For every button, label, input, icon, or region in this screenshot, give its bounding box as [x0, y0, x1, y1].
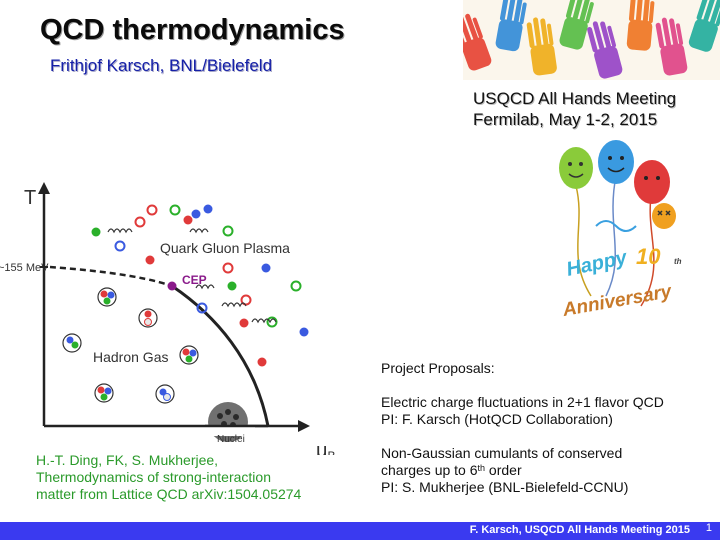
- nuclei-label: Nuclei: [217, 434, 245, 445]
- slide-subtitle: Frithjof Karsch, BNL/Bielefeld: [50, 56, 273, 75]
- footer-bar: [0, 522, 720, 540]
- proposal-2-pi: PI: S. Mukherjee (BNL-Bielefeld-CCNU): [381, 479, 629, 495]
- proposal-1-title: Electric charge fluctuations in 2+1 flav…: [381, 394, 664, 410]
- first-order-transition-line: [171, 284, 270, 427]
- page-number: 1: [705, 522, 712, 534]
- gluon-springs: [107, 228, 277, 324]
- citation-line-2: Thermodynamics of strong-interaction: [36, 469, 271, 485]
- meeting-line-2: Fermilab, May 1-2, 2015: [473, 110, 658, 129]
- proposal-2: Non-Gaussian cumulants of conserved char…: [381, 445, 664, 496]
- citation-line-3: matter from Lattice QCD arXiv:1504.05274: [36, 486, 302, 502]
- proposal-2-text-a: charges up to 6: [381, 462, 478, 478]
- proposal-2-title: Non-Gaussian cumulants of conserved: [381, 445, 623, 461]
- hadron-gas-label: Hadron Gas: [93, 349, 168, 365]
- proposals-heading: Project Proposals:: [381, 360, 495, 376]
- proposal-2-superscript: th: [477, 463, 486, 473]
- citation-line-1: H.-T. Ding, FK, S. Mukherjee,: [36, 452, 219, 468]
- proposal-2-title-cont: charges up to 6th order: [381, 462, 522, 478]
- quark-particles: [91, 204, 309, 367]
- cep-label: CEP: [182, 273, 207, 287]
- mu-axis-arrow-icon: [298, 420, 310, 432]
- slide-title: QCD thermodynamics: [40, 14, 345, 46]
- citation: H.-T. Ding, FK, S. Mukherjee, Thermodyna…: [36, 452, 301, 503]
- anniversary-suffix-text: th: [674, 257, 682, 266]
- meeting-info: USQCD All Hands Meeting Fermilab, May 1-…: [473, 88, 676, 130]
- t-axis-arrow-icon: [38, 182, 50, 194]
- anniversary-balloons-image: Happy 10 th Anniversary: [546, 136, 686, 333]
- mu-axis-label: μB: [316, 440, 336, 455]
- qcd-phase-diagram: T μB ~155 MeV CEP Quark Gluon Plasma Had…: [0, 180, 360, 463]
- anniversary-happy-text: Happy: [564, 246, 629, 280]
- hadron-particles: [62, 287, 199, 404]
- proposal-1-pi: PI: F. Karsch (HotQCD Collaboration): [381, 411, 613, 427]
- qgp-label: Quark Gluon Plasma: [160, 240, 290, 256]
- proposal-1: Electric charge fluctuations in 2+1 flav…: [381, 394, 664, 428]
- project-proposals: Project Proposals: Electric charge fluct…: [381, 360, 664, 496]
- meeting-line-1: USQCD All Hands Meeting: [473, 89, 677, 108]
- anniversary-number-text: 10: [636, 244, 661, 269]
- cep-point: [167, 281, 177, 291]
- hands-image: [463, 0, 720, 80]
- mu-symbol: μ: [316, 440, 328, 455]
- mu-subscript: B: [328, 449, 336, 455]
- crossover-line: [49, 265, 173, 288]
- anniversary-word-text: Anniversary: [560, 281, 674, 321]
- footer-text: F. Karsch, USQCD All Hands Meeting 2015: [469, 524, 690, 536]
- proposal-2-text-b: order: [485, 462, 522, 478]
- temperature-tick-label: ~155 MeV: [0, 262, 49, 274]
- t-axis-label: T: [24, 187, 36, 209]
